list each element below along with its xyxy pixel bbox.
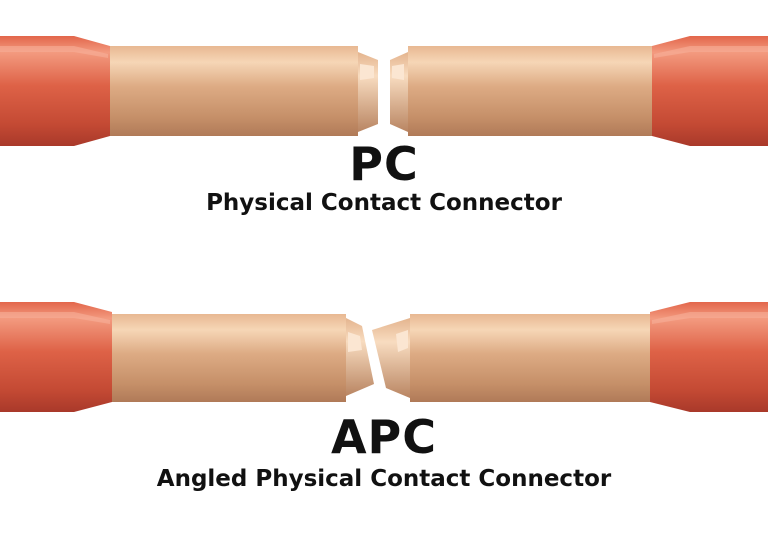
apc-left-tip-notch: [348, 332, 362, 352]
apc-right-ferrule: [410, 314, 650, 402]
apc-connector-pair: [0, 302, 768, 412]
apc-left-ferrule: [112, 314, 346, 402]
apc-right-ferrule-tip: [372, 318, 410, 398]
pc-left-ferrule: [110, 46, 358, 136]
pc-right-ferrule: [408, 46, 652, 136]
apc-left-boot: [0, 302, 112, 412]
apc-right-boot-highlight: [652, 312, 768, 324]
apc-title: APC: [330, 410, 438, 464]
pc-right-ferrule-tip: [390, 52, 408, 132]
pc-left-tip-notch: [360, 64, 374, 80]
pc-left-boot: [0, 36, 110, 146]
apc-right-tip-notch: [396, 330, 408, 352]
pc-subtitle: Physical Contact Connector: [206, 190, 562, 216]
pc-left-boot-highlight: [0, 46, 108, 58]
apc-subtitle: Angled Physical Contact Connector: [156, 466, 612, 492]
apc-right-boot: [650, 302, 768, 412]
apc-left-boot-highlight: [0, 312, 110, 324]
pc-right-boot-highlight: [654, 46, 768, 58]
apc-left-ferrule-tip: [346, 318, 374, 396]
pc-right-tip-notch: [392, 64, 404, 80]
pc-title: PC: [349, 137, 419, 191]
pc-right-boot: [652, 36, 768, 146]
pc-connector-pair: [0, 36, 768, 146]
pc-left-ferrule-tip: [358, 52, 378, 132]
